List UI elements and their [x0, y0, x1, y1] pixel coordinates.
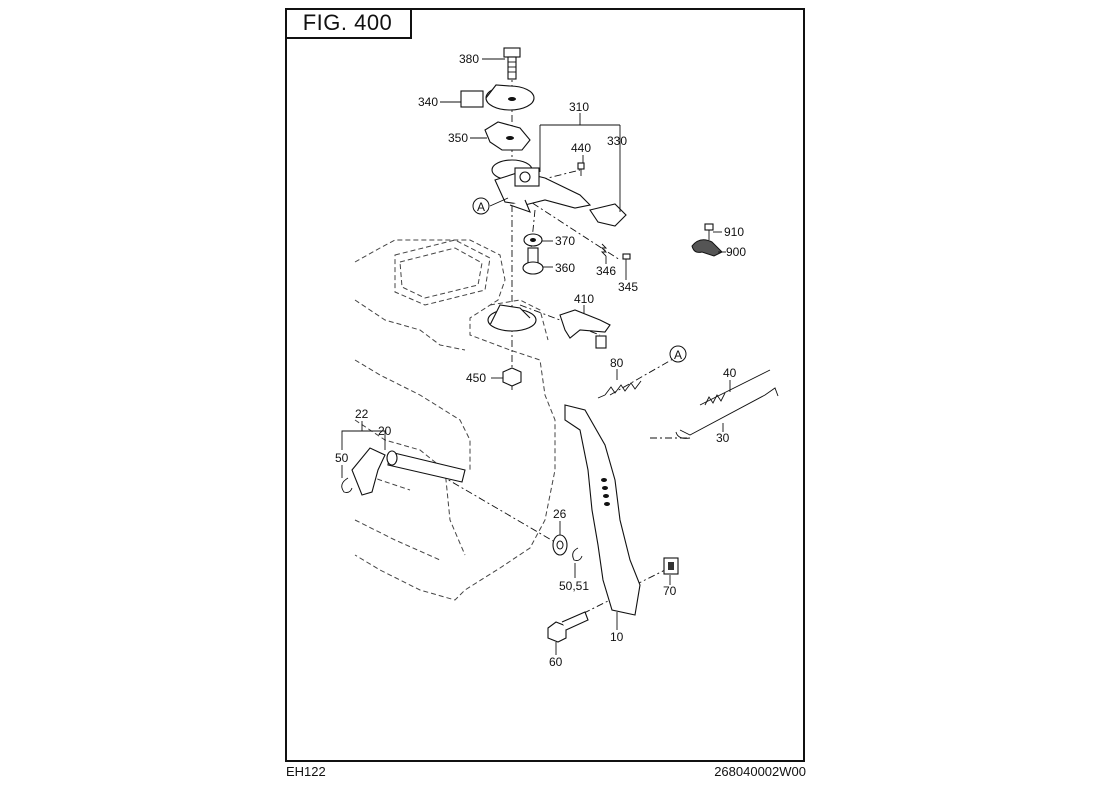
- callout-440: 440: [571, 141, 591, 155]
- callout-900: 900: [726, 245, 746, 259]
- part-50-clip: [341, 477, 353, 493]
- callout-410: 410: [574, 292, 594, 306]
- part-350-plate: [484, 121, 531, 151]
- figure-title: FIG. 400: [285, 8, 412, 39]
- part-5051-clip: [572, 547, 583, 561]
- part-440-screw: [577, 162, 585, 176]
- part-310-lever-assembly: [491, 159, 627, 227]
- callout-50-51: 50,51: [559, 579, 589, 593]
- callout-346: 346: [596, 264, 616, 278]
- callout-360: 360: [555, 261, 575, 275]
- part-26-washer: [552, 534, 568, 556]
- callout-310: 310: [569, 100, 589, 114]
- part-346-spring: [600, 243, 608, 257]
- part-450-nut: [502, 367, 522, 387]
- part-360-bolt: [522, 247, 544, 275]
- callout-22: 22: [355, 407, 369, 421]
- callout-40: 40: [723, 366, 737, 380]
- callout-marker-a: [472, 197, 687, 363]
- callout-340: 340: [418, 95, 438, 109]
- part-900-clamp: [691, 239, 723, 257]
- part-370-washer: [523, 233, 543, 247]
- model-number: EH122: [286, 764, 326, 779]
- leader-lines: [341, 58, 731, 655]
- callout-10: 10: [610, 630, 624, 644]
- callout-350: 350: [448, 131, 468, 145]
- callout-380: 380: [459, 52, 479, 66]
- callout-a-upper: A: [477, 200, 485, 214]
- part-10-governor-lever: [564, 404, 641, 616]
- callout-26: 26: [553, 507, 567, 521]
- part-60-bolt: [547, 611, 589, 643]
- engine-outline: [354, 239, 556, 601]
- part-80-spring: [597, 380, 642, 399]
- callout-60: 60: [549, 655, 563, 669]
- part-40-spring: [699, 369, 771, 406]
- callout-20: 20: [378, 424, 392, 438]
- part-410-arm: [559, 309, 611, 349]
- part-345-screw: [622, 253, 631, 268]
- callout-labels: 380 340 310 350 440 330 A 910 900 370 36…: [335, 52, 746, 669]
- part-30-rod: [675, 387, 779, 439]
- part-70-nut: [663, 557, 679, 575]
- part-20-shaft: [351, 447, 466, 496]
- callout-450: 450: [466, 371, 486, 385]
- callout-a-lower: A: [674, 348, 682, 362]
- callout-50: 50: [335, 451, 349, 465]
- callout-345: 345: [618, 280, 638, 294]
- part-340-plate: [460, 84, 535, 111]
- callout-80: 80: [610, 356, 624, 370]
- part-380-bolt: [503, 47, 521, 80]
- callout-910: 910: [724, 225, 744, 239]
- callout-370: 370: [555, 234, 575, 248]
- document-number: 268040002W00: [714, 764, 806, 779]
- engine-mount-plate: [487, 304, 537, 332]
- callout-70: 70: [663, 584, 677, 598]
- callout-330: 330: [607, 134, 627, 148]
- callout-30: 30: [716, 431, 730, 445]
- figure-frame: [285, 8, 805, 762]
- part-910-screw: [704, 223, 714, 240]
